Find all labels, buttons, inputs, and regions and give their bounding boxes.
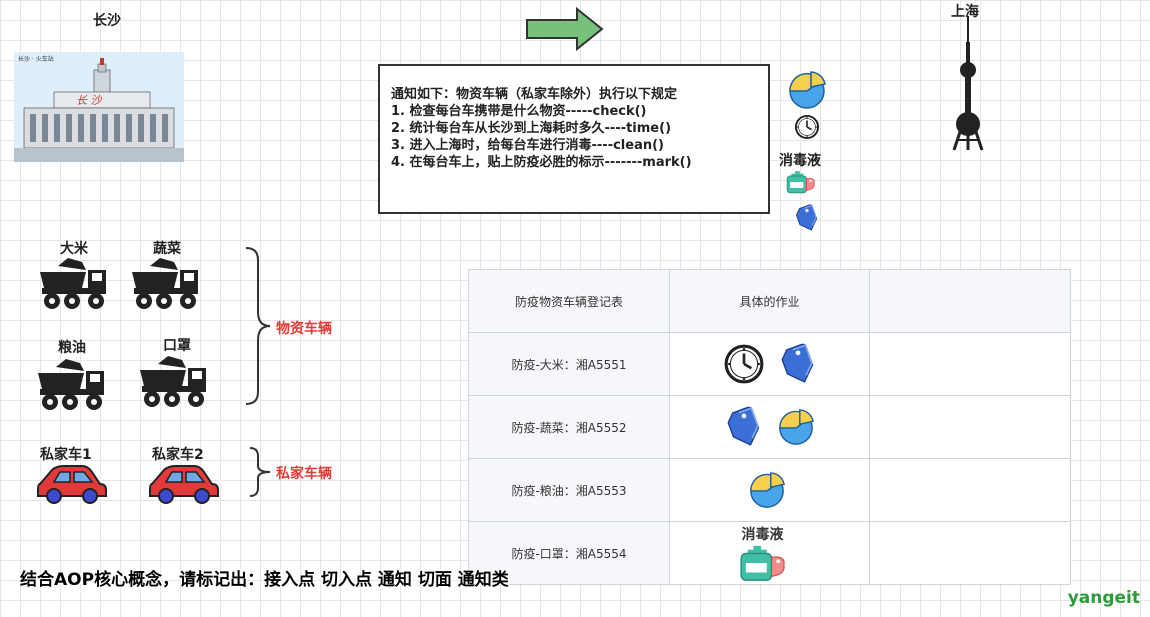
clock-icon (794, 114, 820, 140)
tag-icon (794, 204, 820, 232)
legend-disinfectant-label: 消毒液 (779, 150, 821, 170)
notice-line-clean: 3. 进入上海时，给每台车进行消毒----clean() (391, 137, 758, 154)
table-header (870, 270, 1071, 333)
clock-icon (723, 343, 765, 385)
bottle-icon (785, 170, 817, 194)
notice-line-time: 2. 统计每台车从长沙到上海耗时多久----time() (391, 120, 758, 137)
pie-icon (777, 408, 815, 446)
notice-line-mark: 4. 在每台车上，贴上防疫必胜的标示-------mark() (391, 154, 758, 171)
empty-cell (870, 522, 1071, 585)
truck-icon (36, 355, 108, 411)
changsha-station-image: 长沙 · 火车站 长 沙 (14, 52, 184, 162)
pie-icon (748, 471, 786, 509)
material-brace (242, 246, 272, 406)
empty-cell (870, 396, 1071, 459)
car-label-2: 私家车2 (152, 444, 204, 464)
brand-watermark: yangeit (1068, 588, 1140, 608)
direction-arrow (525, 6, 605, 52)
table-header-row: 防疫物资车辆登记表 具体的作业 (469, 270, 1071, 333)
truck-icon (38, 254, 110, 310)
vehicle-name-cell: 防疫-大米：湘A5551 (469, 333, 670, 396)
pie-icon (787, 70, 827, 110)
car-label-1: 私家车1 (40, 444, 92, 464)
vehicle-name-cell: 防疫-粮油：湘A5553 (469, 459, 670, 522)
operations-cell: 消毒液 (670, 522, 870, 585)
car-icon (148, 462, 220, 506)
notice-line-check: 1. 检查每台车携带是什么物资-----check() (391, 103, 758, 120)
group-label-private: 私家车辆 (276, 463, 332, 483)
pearl-tower-icon (948, 16, 988, 152)
truck-icon (130, 254, 202, 310)
group-label-material: 物资车辆 (276, 318, 332, 338)
table-row: 防疫-粮油：湘A5553 (469, 459, 1071, 522)
notice-title: 通知如下：物资车辆（私家车除外）执行以下规定 (391, 86, 758, 103)
table-header: 防疫物资车辆登记表 (469, 270, 670, 333)
table-row: 防疫-蔬菜：湘A5552 (469, 396, 1071, 459)
truck-icon (138, 352, 210, 408)
city-label-changsha: 长沙 (93, 10, 121, 30)
disinfectant-label: 消毒液 (742, 524, 784, 544)
empty-cell (870, 333, 1071, 396)
bottle-icon (738, 544, 788, 582)
table-row: 防疫-口罩：湘A5554 消毒液 (469, 522, 1071, 585)
operations-cell (670, 333, 870, 396)
empty-cell (870, 459, 1071, 522)
registration-table: 防疫物资车辆登记表 具体的作业 防疫-大米：湘A5551 防疫-蔬菜：湘A555… (468, 269, 1071, 585)
operations-cell (670, 396, 870, 459)
tag-icon (725, 406, 763, 448)
tag-icon (779, 343, 817, 385)
subtitle-caption: 结合AOP核心概念，请标记出：接入点 切入点 通知 切面 通知类 (20, 565, 509, 590)
truck-label-oil: 粮油 (58, 337, 86, 357)
private-brace (246, 446, 274, 498)
operations-cell (670, 459, 870, 522)
table-row: 防疫-大米：湘A5551 (469, 333, 1071, 396)
notice-box: 通知如下：物资车辆（私家车除外）执行以下规定 1. 检查每台车携带是什么物资--… (378, 64, 770, 214)
station-sign: 长沙 · 火车站 (18, 55, 54, 63)
car-icon (36, 462, 108, 506)
vehicle-name-cell: 防疫-蔬菜：湘A5552 (469, 396, 670, 459)
station-script: 长 沙 (76, 94, 102, 107)
table-header: 具体的作业 (670, 270, 870, 333)
